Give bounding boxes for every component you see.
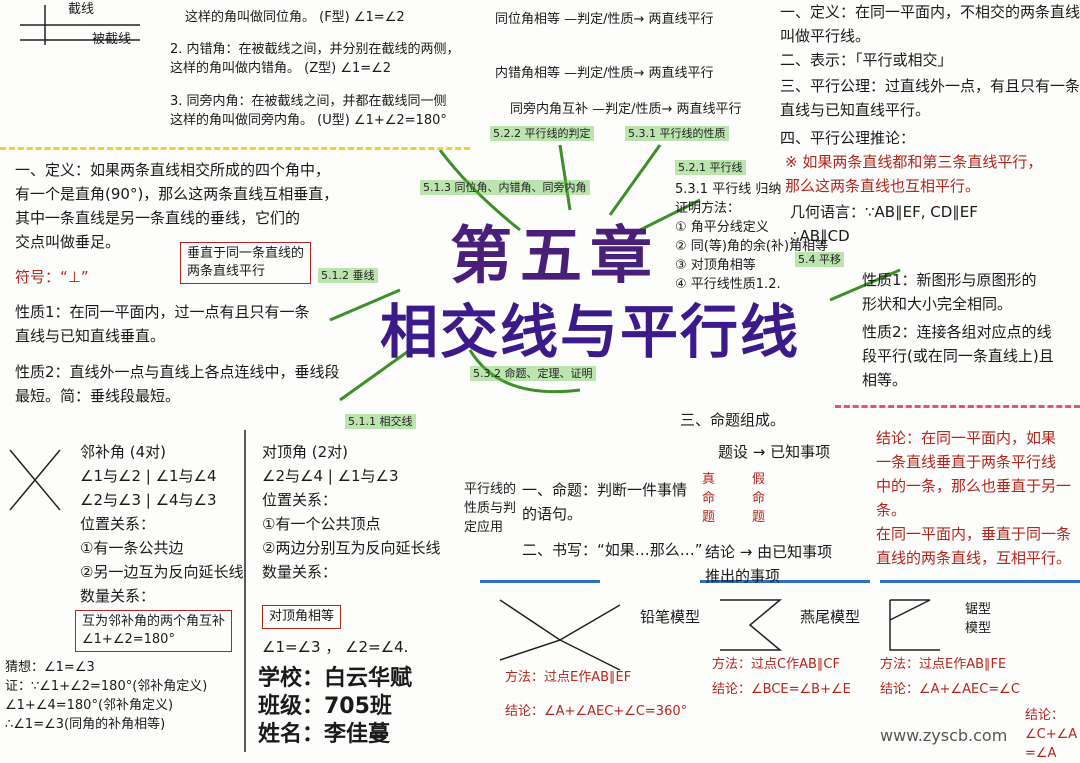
divider-yellow: [0, 147, 470, 150]
branch-label: 5.1.2 垂线: [318, 268, 378, 283]
criterion: 内错角相等 —判定/性质→ 两直线平行: [495, 66, 714, 81]
corollary: ※ 如果两条直线都和第三条直线平行， 那么这两条直线也互相平行。: [785, 153, 1043, 195]
divider-blue: [480, 580, 600, 583]
chapter-name: 相交线与平行线: [380, 298, 801, 366]
false-proposition: 假命题: [752, 472, 766, 525]
proposition-parts: 三、命题组成。: [680, 411, 786, 429]
corollary-title: 四、平行公理推论：: [780, 129, 916, 147]
geometric-language: 几何语言：∵AB∥EF, CD∥EF ∴AB∥CD: [790, 203, 978, 245]
branch-label: 5.3.1 平行线的性质: [625, 126, 729, 141]
parallel-axiom: 三、平行公理：过直线外一点，有且只有一条 直线与已知直线平行。: [780, 77, 1080, 119]
proof-methods: 5.3.1 平行线 归纳 证明方法： ① 角平分线定义 ② 同(等)角的余(补)…: [675, 182, 829, 292]
student-school: 学校：白云华赋: [258, 666, 413, 691]
divider-blue: [880, 580, 1080, 583]
right-conclusion: 结论：在同一平面内，如果 一条直线垂直于两条平行线 中的一条，那么也垂直于另一条…: [876, 429, 1072, 567]
adjacent-relation: 互为邻补角的两个角互补 ∠1+∠2=180°: [75, 610, 233, 652]
branch-line: [339, 348, 411, 402]
branch-label: 5.4 平移: [795, 252, 844, 267]
model-method: 方法：过点E作AB∥EF: [505, 670, 632, 685]
watermark: www.zyscb.com: [880, 726, 1008, 745]
student-name: 姓名：李佳蔓: [258, 722, 391, 747]
corresponding-angles: 这样的角叫做同位角。 (F型) ∠1=∠2: [185, 10, 405, 25]
label-cut-lines: 被截线: [92, 32, 132, 47]
branch-label: 5.3.2 命题、定理、证明: [470, 366, 596, 381]
swallowtail-model-diagram: [720, 599, 783, 651]
proof: 猜想：∠1=∠3 证：∵∠1+∠2=180°(邻补角定义) ∠1+∠4=180°…: [5, 660, 208, 732]
translation-property-2: 性质2：连接各组对应点的线 段平行(或在同一条直线上)且 相等。: [862, 323, 1054, 389]
branch-label: 5.2.1 平行线: [675, 160, 746, 175]
alternate-angles: 2. 内错角：在被截线之间，并分别在截线的两侧， 这样的角叫做内错角。 (Z型)…: [170, 42, 460, 76]
branch-label: 5.1.1 相交线: [345, 414, 416, 429]
model-result: 结论：∠A+∠AEC=∠C: [880, 682, 1020, 697]
intersecting-lines-diagram: [9, 449, 61, 511]
divider-blue: [700, 580, 870, 583]
branch-label: 5.2.2 平行线的判定: [490, 126, 594, 141]
translation-property-1: 性质1：新图形与原图形的 形状和大小完全相同。: [862, 271, 1037, 313]
adjacent-angles: 邻补角 (4对) ∠1与∠2 | ∠1与∠4 ∠2与∠3 | ∠4与∠3 位置关…: [80, 443, 244, 605]
branch-line: [608, 144, 662, 216]
saw-model-diagram: [889, 599, 940, 651]
branch-label: 5.1.3 同位角、内错角、同旁内角: [420, 180, 590, 195]
perpendicular-property-2: 性质2：直线外一点与直线上各点连线中，垂线段 最短。简：垂线段最短。: [15, 363, 340, 405]
proposition-definition: 一、命题：判断一件事情 的语句。: [522, 481, 688, 523]
divider-pink: [835, 405, 1080, 408]
criterion: 同位角相等 —判定/性质→ 两直线平行: [495, 12, 714, 27]
perpendicular-symbol: 符号：“⊥”: [15, 268, 89, 286]
model-result: 结论：∠C+∠A =∠A: [1025, 708, 1078, 761]
vertical-equation: ∠1=∠3 ， ∠2=∠4.: [262, 638, 409, 656]
branch-line: [639, 198, 701, 232]
lines-diagram: [20, 5, 140, 45]
branch-line: [468, 349, 581, 394]
label-transversal: 截线: [68, 2, 95, 17]
vertical-angles: 对顶角 (2对) ∠2与∠4 | ∠1与∠3 位置关系： ①有一个公共顶点 ②两…: [262, 443, 441, 581]
perpendicular-property-1: 性质1：在同一平面内，过一点有且只有一条 直线与已知直线垂直。: [15, 303, 310, 345]
hypothesis: 题设 → 已知事项: [718, 443, 831, 461]
model-result: 结论：∠A+∠AEC+∠C=360°: [505, 704, 688, 719]
student-class: 班级：705班: [258, 694, 392, 719]
model-method: 方法：过点C作AB∥CF: [712, 657, 840, 672]
application-note: 平行线的 性质与判 定应用: [464, 482, 517, 535]
perpendicular-note: 垂直于同一条直线的 两条直线平行: [180, 242, 312, 284]
parallel-notation: 二、表示：「平行或相交」: [780, 51, 953, 69]
interior-angles: 3. 同旁内角：在被截线之间，并都在截线同一侧 这样的角叫做同旁内角。 (U型)…: [170, 94, 447, 128]
perpendicular-definition: 一、定义：如果两条直线相交所成的四个角中， 有一个是直角(90°)，那么这两条直…: [15, 161, 339, 251]
parallel-definition: 一、定义：在同一平面内，不相交的两条直线 叫做平行线。: [780, 3, 1080, 45]
true-proposition: 真命题: [702, 472, 716, 525]
conclusion: 结论 → 由已知事项 推出的事项: [705, 543, 833, 585]
model-name: 燕尾模型: [800, 608, 861, 626]
criterion: 同旁内角互补 —判定/性质→ 两直线平行: [510, 102, 742, 117]
vertical-relation: 对顶角相等: [262, 605, 342, 629]
model-name: 锯型模型: [965, 602, 992, 636]
branch-line: [829, 268, 901, 302]
model-result: 结论：∠BCE=∠B+∠E: [712, 682, 851, 697]
proposition-writing: 二、书写：“如果…那么…”: [522, 541, 703, 559]
model-method: 方法：过点E作AB∥FE: [880, 657, 1007, 672]
chapter-title: 第五章: [450, 219, 661, 292]
branch-line: [558, 144, 572, 211]
pencil-model-diagram: [499, 599, 621, 671]
branch-line: [329, 288, 401, 322]
branch-line: [438, 149, 521, 232]
model-name: 铅笔模型: [640, 608, 701, 626]
